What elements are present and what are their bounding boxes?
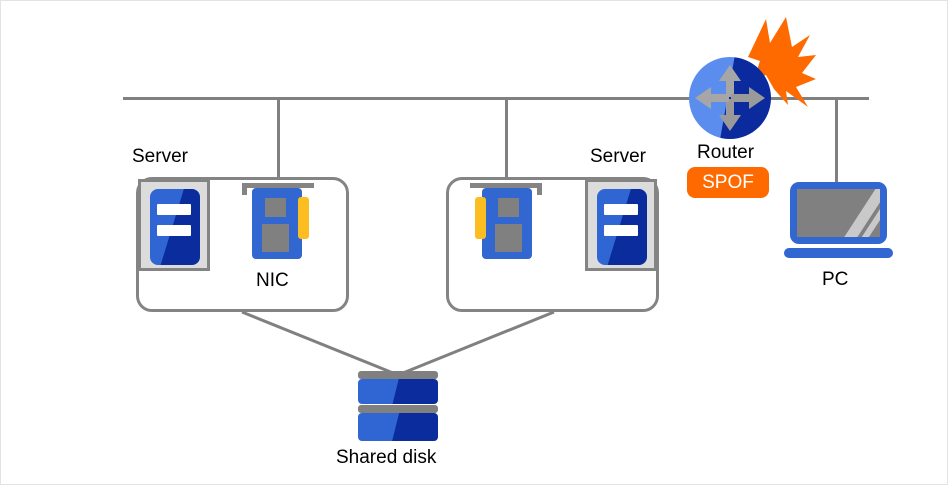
router-icon[interactable] bbox=[689, 57, 771, 139]
tower-indicator-bar bbox=[604, 225, 638, 236]
server-left-label: Server bbox=[132, 146, 188, 167]
shared-disk-label: Shared disk bbox=[336, 447, 437, 468]
nic-bracket-tab bbox=[242, 186, 247, 195]
nic-bracket-tab bbox=[537, 186, 542, 195]
disk-separator bbox=[358, 405, 438, 413]
tower-indicator-bar bbox=[157, 204, 191, 215]
status-badge-spof[interactable]: SPOF bbox=[687, 167, 769, 198]
nic-chip-large bbox=[262, 224, 289, 252]
server-right-tower-case bbox=[585, 179, 657, 271]
tower-indicator-bar bbox=[604, 204, 638, 215]
drop-line-server-left bbox=[277, 97, 280, 183]
tower-indicator-bar bbox=[157, 225, 191, 236]
nic-bracket bbox=[242, 183, 314, 188]
nic-chip-small bbox=[265, 198, 286, 217]
nic-chip-large bbox=[495, 224, 522, 252]
nic-connector bbox=[298, 197, 309, 239]
laptop-base bbox=[784, 248, 893, 258]
network-bus-line bbox=[123, 97, 869, 100]
disk-separator bbox=[358, 371, 438, 379]
nic-connector bbox=[475, 197, 486, 239]
nic-label: NIC bbox=[256, 270, 289, 291]
shared-disk-icon[interactable] bbox=[358, 413, 438, 441]
screen-glare bbox=[838, 189, 880, 237]
server-left-tower-case bbox=[138, 179, 210, 271]
server-tower-icon bbox=[150, 189, 200, 265]
network-card-icon bbox=[482, 188, 532, 259]
nic-bracket bbox=[470, 183, 542, 188]
shared-disk-icon[interactable] bbox=[358, 379, 438, 404]
server-right-label: Server bbox=[590, 146, 646, 167]
lightning-burst-icon bbox=[748, 17, 816, 107]
pc-label: PC bbox=[822, 269, 849, 290]
router-label: Router bbox=[697, 142, 755, 163]
drop-line-server-right bbox=[505, 97, 508, 183]
network-card-icon bbox=[252, 188, 302, 259]
server-tower-icon bbox=[597, 189, 647, 265]
drop-line-pc bbox=[835, 97, 838, 183]
laptop-icon[interactable] bbox=[790, 182, 887, 244]
nic-chip-small bbox=[498, 198, 519, 217]
laptop-screen bbox=[797, 189, 880, 237]
